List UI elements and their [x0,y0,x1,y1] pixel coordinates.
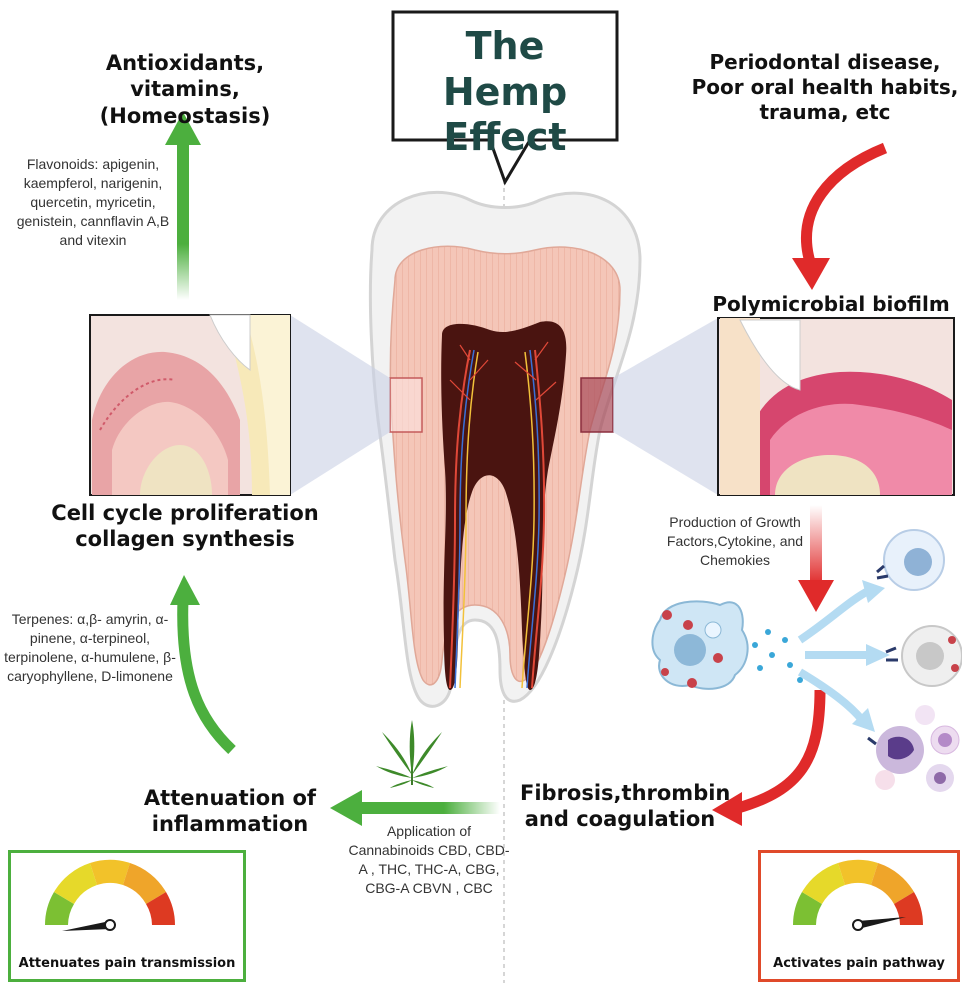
flavonoids-text: Flavonoids: apigenin, kaempferol, narige… [8,155,178,249]
cannabinoids-text: Application of Cannabinoids CBD, CBD-A ,… [348,822,510,898]
gum-tissue-icon [90,315,290,495]
left-top-heading: Antioxidants, vitamins, (Homeostasis) [50,50,320,129]
left-bottom-heading: Attenuation of inflammation [140,785,320,838]
pain-box-left: Attenuates pain transmission [8,850,246,982]
left-mid-heading: Cell cycle proliferation collagen synthe… [40,500,330,553]
pain-box-right: Activates pain pathway [758,850,960,982]
terpenes-text: Terpenes: α,β- amyrin, α-pinene, α-terpi… [0,610,180,686]
page-title: The Hemp Effect [393,24,617,161]
cannabis-leaf-icon [376,720,448,788]
inflamed-gum-icon [718,318,954,495]
red-arrow-curved-bottom [712,690,820,826]
pain-label-right: Activates pain pathway [761,956,957,971]
pain-label-left: Attenuates pain transmission [11,956,243,971]
biofilm-heading: Polymicrobial biofilm [700,292,962,317]
growth-factors-text: Production of Growth Factors,Cytokine, a… [660,513,810,570]
right-zoom-projection [613,318,718,495]
green-arrow-left [330,790,500,826]
right-top-heading: Periodontal disease, Poor oral health ha… [688,50,962,125]
tooth-cross-section-icon [370,192,640,706]
right-bottom-heading: Fibrosis,thrombin and coagulation [520,780,720,833]
red-arrow-curved-top [792,148,885,290]
